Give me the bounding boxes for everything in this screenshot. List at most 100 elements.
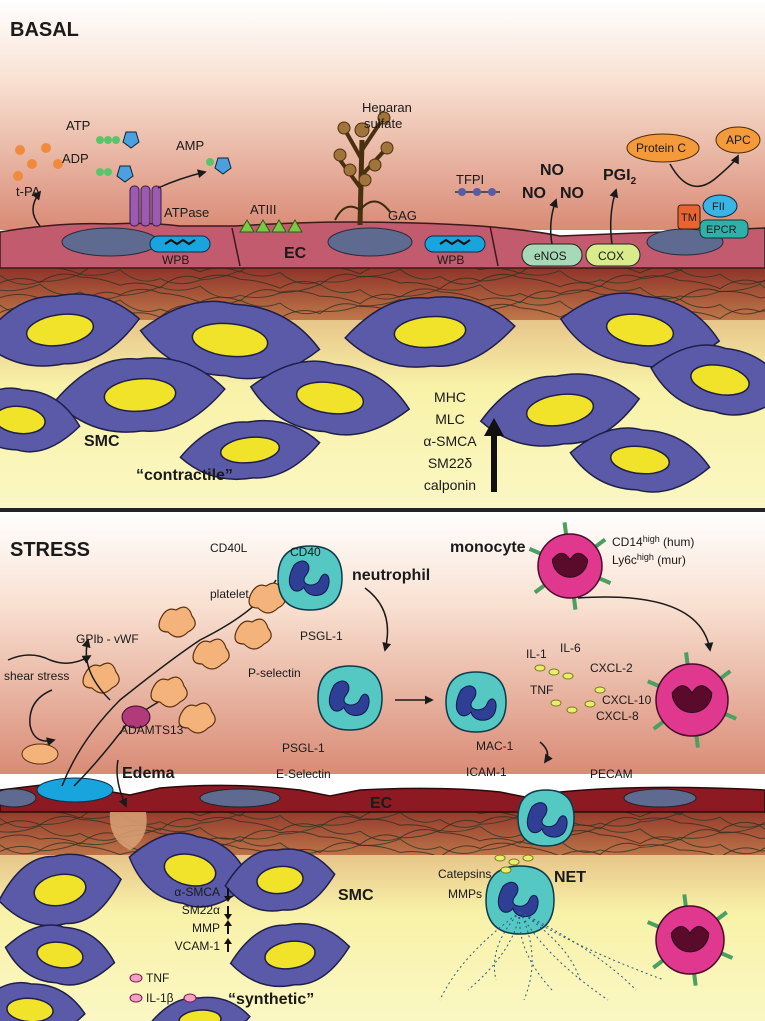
- smc-cell: [559, 292, 721, 368]
- pgi-subscript: 2: [631, 176, 637, 187]
- down-arrow-icon: [224, 914, 232, 920]
- cox-enzyme: [585, 243, 641, 267]
- elastin-fiber: [0, 842, 765, 858]
- ec-nucleus: [623, 788, 697, 808]
- platelet-cell: [150, 676, 188, 708]
- tfpi-label: TFPI: [456, 172, 484, 187]
- smc-cell: [0, 981, 86, 1021]
- smc-cell: [139, 300, 321, 380]
- fii-label: FII: [712, 201, 725, 213]
- monocyte-nucleus: [671, 685, 713, 714]
- nucleotide-molecules-icon: [96, 131, 232, 183]
- smc-cell: [229, 922, 351, 988]
- net-fiber: [439, 911, 521, 1001]
- pecam-label: PECAM: [590, 767, 633, 781]
- smc-cell: [479, 373, 641, 447]
- neutrophil-cell: [317, 665, 383, 731]
- ly6c-superscript: high: [637, 552, 654, 562]
- monocyte-receptor: [719, 669, 732, 680]
- smc-nucleus: [36, 941, 84, 969]
- net-chromatin-fibers: [439, 911, 665, 1001]
- monocyte-nucleus: [670, 925, 710, 953]
- tfpi-molecule-icon: [455, 188, 500, 196]
- neutrophil-nucleus: [455, 685, 497, 721]
- e-selectin-label: E-Selectin: [276, 767, 331, 781]
- cytokine-cxcl10: CXCL-10: [602, 693, 652, 707]
- smc-nucleus: [178, 1009, 222, 1021]
- smc-cell: [4, 924, 116, 986]
- ly6c-label: Ly6chigh (mur): [612, 552, 686, 567]
- monocyte-label: monocyte: [450, 539, 526, 556]
- platelets: [82, 582, 286, 734]
- epcr-label: EPCR: [706, 224, 737, 236]
- cytokine-cxcl2: CXCL-2: [590, 661, 633, 675]
- cox-label: COX: [598, 249, 624, 263]
- p-selectin-label: P-selectin: [248, 666, 301, 680]
- edema-plume: [109, 812, 147, 850]
- smc-nucleus: [6, 997, 54, 1021]
- cytokine-cxcl8: CXCL-8: [596, 709, 639, 723]
- wpb-label: WPB: [162, 253, 189, 267]
- heparan-label: Heparan: [362, 100, 412, 115]
- thrombin-fii: [702, 194, 738, 218]
- cytokine-il6: IL-6: [560, 641, 581, 655]
- smc-cell: [249, 360, 411, 436]
- pgi2-label: PGI2: [603, 167, 637, 187]
- stress-labels: STRESS CD40L CD40 neutrophil platelet GP…: [4, 534, 694, 1008]
- thrombomodulin-receptor: [677, 204, 701, 230]
- net-fiber: [519, 911, 665, 981]
- monocyte-receptor: [684, 652, 690, 665]
- stress-media-background: [0, 855, 765, 1021]
- monocyte-receptor: [694, 735, 700, 748]
- il1b-dot-icon: [183, 993, 197, 1003]
- smc-nucleus: [103, 377, 177, 413]
- atpase-label: ATPase: [164, 205, 209, 220]
- stress-smc-cells: [0, 832, 351, 1021]
- smc-cell: [224, 848, 336, 912]
- mac1-label: MAC-1: [476, 739, 514, 753]
- atp-label: ATP: [66, 118, 90, 133]
- smc-nucleus: [605, 313, 675, 347]
- monocyte-receptor: [594, 537, 607, 549]
- stress-title: STRESS: [10, 539, 90, 561]
- elastin-fiber: [0, 283, 765, 300]
- ec-nucleus: [61, 227, 159, 257]
- smc-marker-sm22a: SM22α: [182, 903, 220, 917]
- monocyte-cell: [646, 894, 734, 986]
- basal-smc-cells: [0, 292, 765, 493]
- smc-cell: [179, 419, 321, 481]
- icam1-label: ICAM-1: [466, 765, 507, 779]
- adamts13-label: ADAMTS13: [120, 723, 184, 737]
- cytokine-dots-icon: [494, 664, 606, 874]
- tm-label: TM: [681, 212, 697, 224]
- neutrophils: [277, 545, 575, 935]
- monocyte-nucleus: [551, 552, 589, 578]
- protein-c-molecule: [626, 133, 700, 163]
- wpb-granule: [424, 235, 486, 253]
- marker-calponin: calponin: [424, 477, 476, 493]
- neutrophil-body: [317, 665, 383, 731]
- smc-nucleus: [393, 315, 467, 349]
- smc-nucleus: [191, 322, 269, 358]
- monocyte-receptor: [720, 951, 734, 960]
- marker-alpha-smca: α-SMCA: [423, 433, 477, 449]
- adhered-platelet: [21, 743, 59, 765]
- synthetic-label: “synthetic”: [228, 991, 314, 1008]
- net-fiber: [519, 911, 553, 991]
- net-fiber: [519, 911, 533, 1001]
- net-fiber: [519, 911, 581, 981]
- platelet-cell: [158, 606, 196, 638]
- elastin-fiber: [0, 268, 765, 285]
- neutrophil-body: [445, 671, 507, 733]
- platelet-cell: [82, 662, 120, 694]
- ly6c-text: Ly6c: [612, 553, 637, 567]
- gag-label: GAG: [388, 208, 417, 223]
- neutrophil-nucleus: [288, 560, 330, 596]
- smc-nucleus: [25, 313, 95, 347]
- neutrophil-body: [277, 545, 343, 611]
- heparan-sulfate-label: sulfate: [364, 116, 402, 131]
- smc-nucleus: [163, 853, 217, 887]
- basal-labels: BASAL ATP ADP AMP t-PA ATPase Heparan su…: [10, 19, 751, 493]
- synthetic-markers: α-SMCA SM22α MMP VCAM-1: [174, 885, 220, 953]
